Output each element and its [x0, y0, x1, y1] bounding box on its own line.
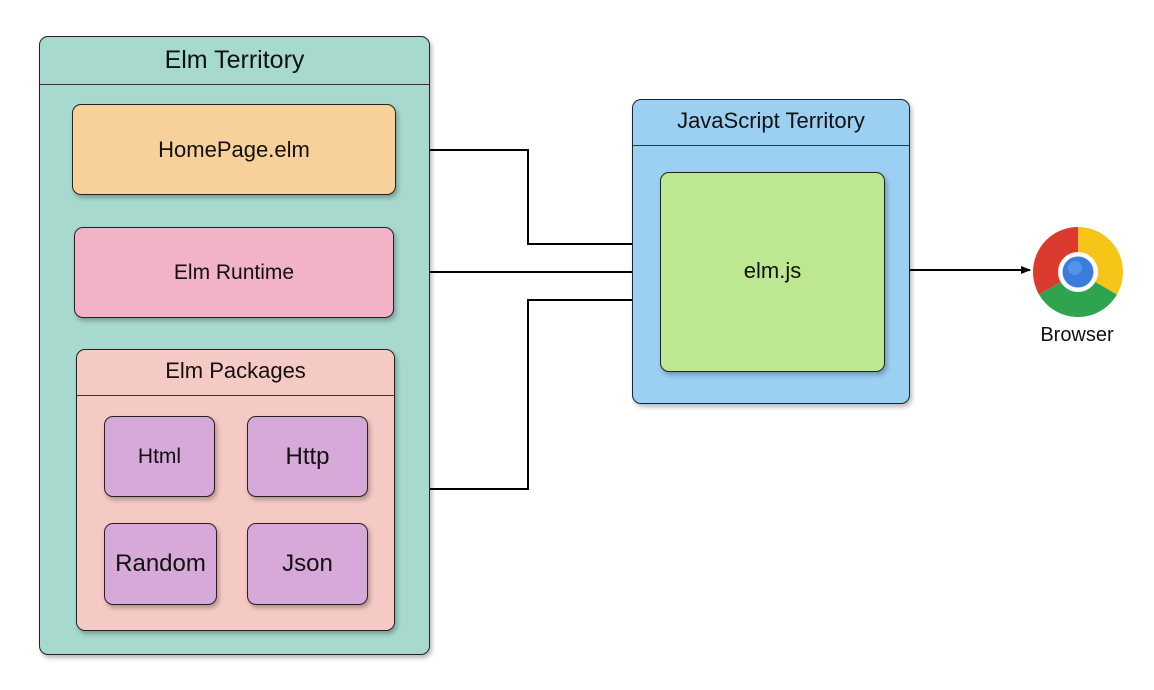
elm-js-box: elm.js: [660, 172, 885, 372]
chrome-icon: [1033, 227, 1123, 317]
package-http-box: Http: [247, 416, 368, 497]
elm-runtime-label: Elm Runtime: [173, 260, 295, 284]
package-json-label: Json: [282, 550, 333, 577]
elm-territory-title: Elm Territory: [40, 37, 429, 85]
elm-packages-title: Elm Packages: [77, 350, 394, 396]
elm-runtime-box: Elm Runtime: [74, 227, 394, 318]
arrow-homepage-to-elmjs: [396, 149, 659, 248]
browser-label: Browser: [1040, 324, 1114, 346]
package-random-box: Random: [104, 523, 217, 605]
homepage-elm-label: HomePage.elm: [158, 136, 310, 162]
javascript-territory-title: JavaScript Territory: [633, 100, 909, 146]
homepage-elm-box: HomePage.elm: [72, 104, 396, 195]
package-random-label: Random: [115, 550, 206, 577]
arrow-packages-to-elmjs: [395, 296, 659, 490]
package-http-label: Http: [285, 442, 330, 470]
package-json-box: Json: [247, 523, 368, 605]
package-html-label: Html: [137, 444, 182, 468]
package-html-box: Html: [104, 416, 215, 497]
elm-js-label: elm.js: [743, 258, 802, 283]
